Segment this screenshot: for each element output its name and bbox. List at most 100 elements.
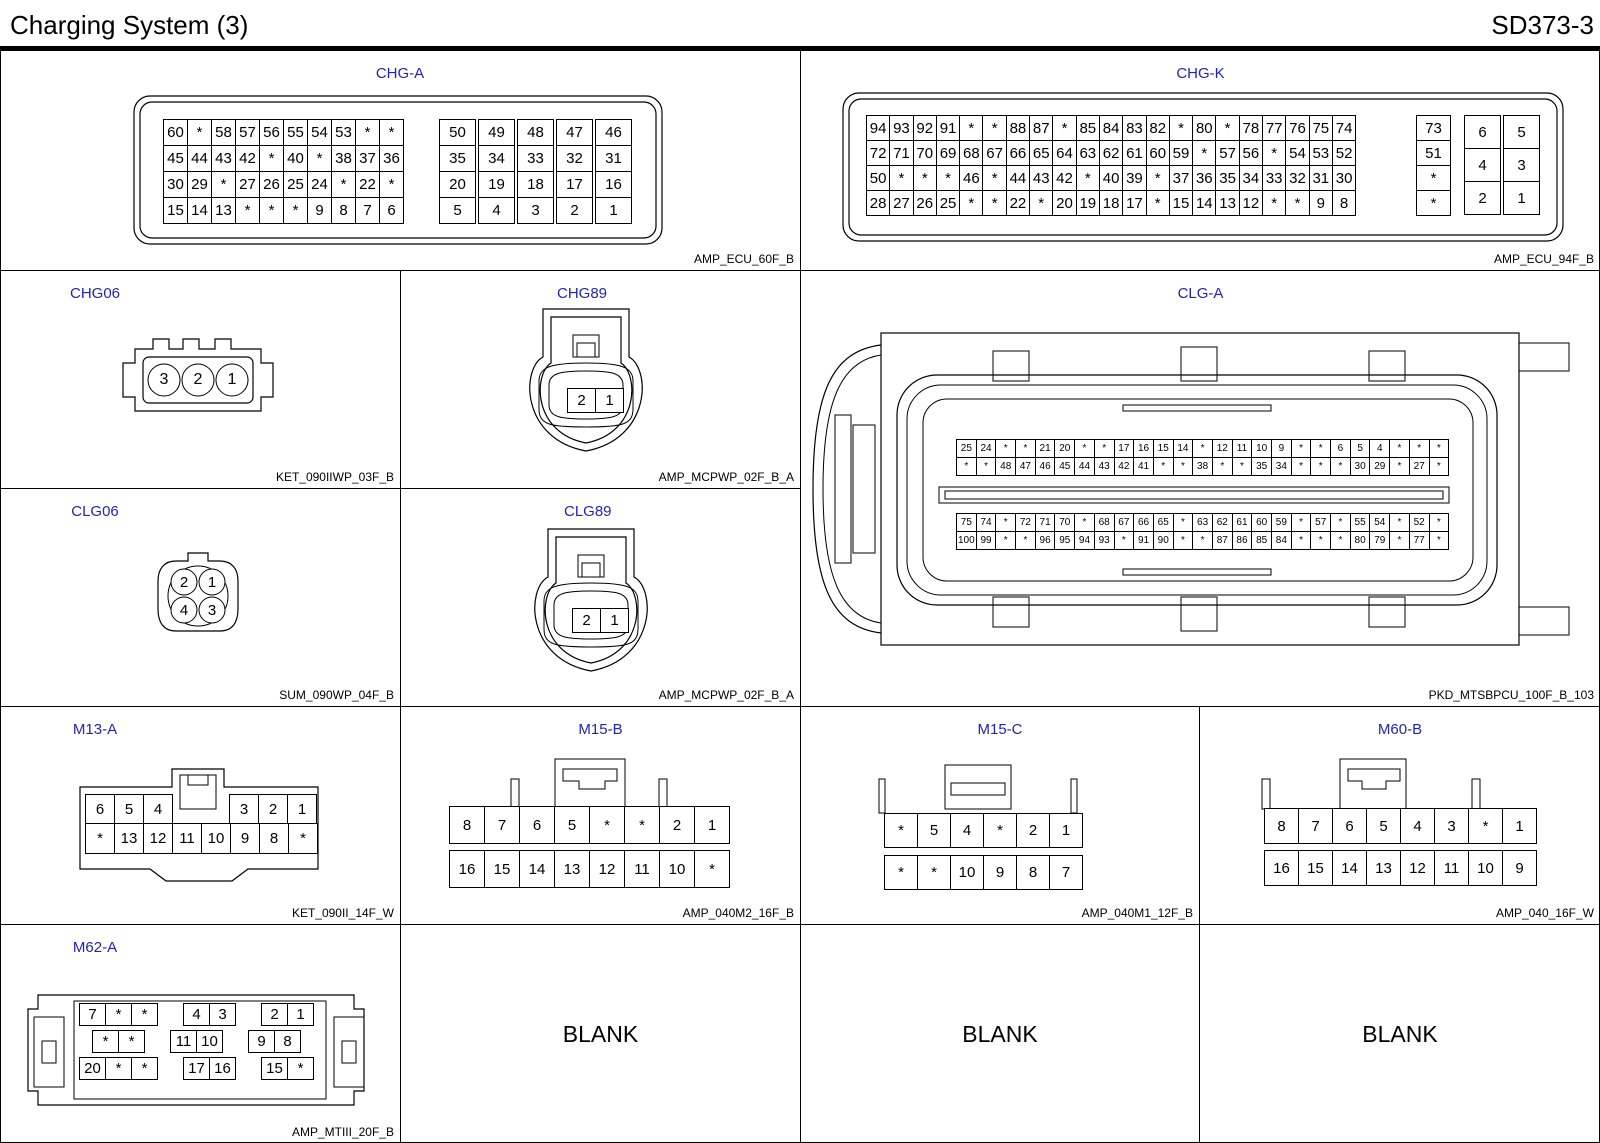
pin-7: 7 [79,1003,106,1026]
pin-66: 66 [1133,513,1154,532]
pin-6: 6 [1464,115,1501,149]
pin-26: 26 [259,171,284,198]
page-header: Charging System (3) SD373-3 [0,0,1600,50]
pin-unused: * [884,855,918,890]
pin-45: 45 [163,145,188,172]
pin-74: 74 [975,513,997,532]
pin-unused: * [1428,457,1450,476]
pin-6: 6 [379,197,404,224]
pin-44: 44 [187,145,212,172]
pin-71: 71 [1034,513,1056,532]
pin-16: 16 [1264,850,1299,886]
pin-25: 25 [935,190,961,216]
pin-unused: * [1231,457,1253,476]
pin-49: 49 [478,119,515,146]
connector-name: M62-A [72,939,118,956]
pin-1: 1 [207,574,217,591]
pin-unused: * [1428,513,1450,532]
pin-93: 93 [1093,531,1115,550]
pin-72: 72 [866,140,891,166]
pin-25: 25 [283,171,308,198]
pin-unused: * [259,197,284,224]
pin-11: 11 [172,823,202,854]
connector-name: M15-C [977,721,1023,738]
pin-unused: * [379,171,404,198]
connector-chg06: CHG06 3 2 1 KET_090IIWP_03F_B [0,271,400,488]
pin-9: 9 [307,197,332,224]
pin-53: 53 [331,119,356,146]
pin-27: 27 [889,190,914,216]
pin-88: 88 [1005,115,1031,141]
pin-57: 57 [1215,140,1240,166]
pin-unused: * [1330,531,1351,550]
pin-block: 2 1 [567,388,624,413]
connector-name: M60-B [1377,721,1423,738]
pin-unused: * [1428,531,1450,550]
pin-unused: * [1416,190,1451,216]
pin-65: 65 [1152,513,1174,532]
pin-unused: * [131,1057,158,1080]
connector-housing [133,95,663,245]
pin-27: 27 [1408,457,1430,476]
pin-15: 15 [1168,190,1194,216]
pin-14: 14 [1172,439,1194,458]
pin-13: 13 [211,197,236,224]
pin-unused: * [235,197,260,224]
pin-12: 12 [589,850,625,888]
pin-unused: * [1262,190,1287,216]
pin-6: 6 [1332,808,1367,844]
pin-30: 30 [163,171,188,198]
pin-54: 54 [307,119,332,146]
pin-37: 37 [355,145,380,172]
pin-96: 96 [1034,531,1056,550]
pin-33: 33 [1262,165,1287,191]
grid-line [0,924,1600,925]
pin-10: 10 [659,850,695,888]
pin-16: 16 [595,171,632,198]
pin-10: 10 [196,1030,223,1053]
pin-80: 80 [1349,531,1371,550]
grid-line [1199,706,1200,1143]
pin-43: 43 [1093,457,1115,476]
pin-15: 15 [163,197,188,224]
part-number: AMP_ECU_60F_B [693,252,794,266]
pin-77: 77 [1408,531,1430,550]
pin-7: 7 [355,197,380,224]
pin-47: 47 [1015,457,1036,476]
pin-14: 14 [1192,190,1217,216]
pin-15: 15 [484,850,520,888]
pin-35: 35 [439,145,476,172]
pin-2: 2 [556,197,593,224]
pin-18: 18 [1098,190,1124,216]
pin-3: 3 [1434,808,1469,844]
pin-unused: * [105,1057,132,1080]
pin-34: 34 [478,145,515,172]
pin-43: 43 [1029,165,1054,191]
pin-29: 29 [1369,457,1391,476]
pin-14: 14 [1332,850,1367,886]
pin-57: 57 [1310,513,1332,532]
pin-65: 65 [1029,140,1054,166]
pin-100: 100 [956,531,977,550]
pin-20: 20 [1054,439,1076,458]
pin-8: 8 [259,823,289,854]
pin-unused: * [694,850,730,888]
pin-24: 24 [307,171,332,198]
pin-6: 6 [519,806,555,844]
pin-33: 33 [517,145,554,172]
pin-11: 11 [624,850,660,888]
pin-44: 44 [1005,165,1031,191]
pin-57: 57 [235,119,260,146]
pin-8: 8 [274,1030,301,1053]
pin-42: 42 [1113,457,1135,476]
pin-17: 17 [556,171,593,198]
pin-38: 38 [331,145,356,172]
pin-16: 16 [449,850,485,888]
pin-unused: * [1192,531,1213,550]
